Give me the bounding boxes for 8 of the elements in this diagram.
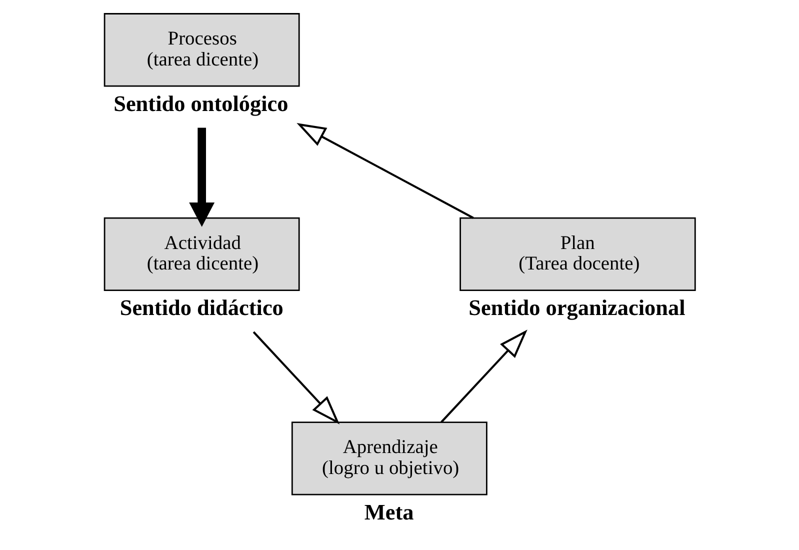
- arrow: [440, 330, 528, 423]
- node-label: Meta: [364, 499, 414, 524]
- arrow: [296, 123, 474, 219]
- node-label: Sentido organizacional: [468, 295, 686, 320]
- node-label: Sentido ontológico: [114, 90, 288, 116]
- arrow: [252, 331, 340, 424]
- node-label: Sentido didáctico: [120, 295, 284, 320]
- arrow: [189, 128, 215, 227]
